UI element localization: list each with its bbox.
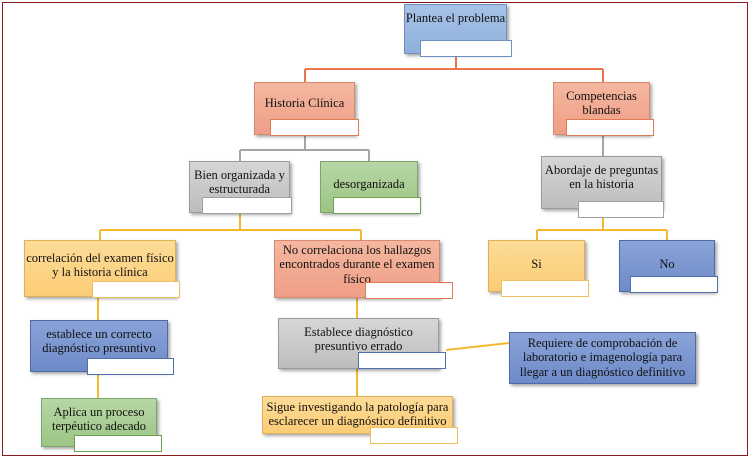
node-si-label: Si — [531, 257, 542, 271]
placeholder-box — [74, 435, 162, 452]
placeholder-box — [365, 282, 453, 299]
node-abordaje-preguntas-label: Abordaje de preguntas en la historia — [544, 163, 659, 192]
placeholder-box — [501, 280, 589, 297]
node-requiere-comprobacion: Requiere de comprobación de laboratorio … — [509, 332, 696, 384]
node-competencias-blandas-label: Competencias blandas — [566, 89, 637, 118]
node-no-label: No — [659, 257, 675, 271]
placeholder-box — [578, 201, 664, 218]
placeholder-box — [420, 40, 512, 57]
node-no-correlaciona-label: No correlaciona los hallazgos encontrado… — [279, 243, 435, 286]
placeholder-box — [566, 119, 654, 136]
node-correlacion-label: correlación del examen físico y la histo… — [26, 251, 174, 280]
node-desorganizada-label: desorganizada — [333, 177, 405, 191]
node-no-correlaciona: No correlaciona los hallazgos encontrado… — [274, 240, 440, 298]
diagram-frame — [2, 2, 748, 456]
node-abordaje-preguntas: Abordaje de preguntas en la historia — [541, 156, 662, 209]
node-aplica-proceso-label: Aplica un proceso terpéutico adecado — [51, 405, 147, 434]
placeholder-box — [630, 276, 718, 293]
placeholder-box — [92, 281, 180, 298]
node-requiere-comprobacion-label: Requiere de comprobación de laboratorio … — [519, 336, 686, 379]
node-establece-errado-label: Establece diagnóstico presuntivo errado — [304, 325, 413, 354]
node-plantea-problema-label: Plantea el problema — [405, 11, 506, 25]
connector-bien-organizada — [99, 213, 362, 240]
node-bien-organizada-label: Bien organizada y estructurada — [194, 168, 285, 197]
node-establece-correcto-label: establece un correcto diagnóstico presun… — [42, 327, 156, 356]
connector-historia — [239, 135, 370, 161]
placeholder-box — [87, 358, 174, 375]
node-historia-clinica-label: Historia Clínica — [264, 96, 345, 110]
placeholder-box — [202, 197, 292, 214]
connector-no-correlaciona — [356, 298, 510, 396]
placeholder-box — [358, 352, 446, 369]
node-sigue-investigando-label: Sigue investigando la patología para esc… — [266, 400, 449, 429]
connector-root — [304, 54, 604, 82]
placeholder-box — [370, 427, 458, 444]
placeholder-box — [333, 197, 421, 214]
placeholder-box — [270, 119, 359, 136]
